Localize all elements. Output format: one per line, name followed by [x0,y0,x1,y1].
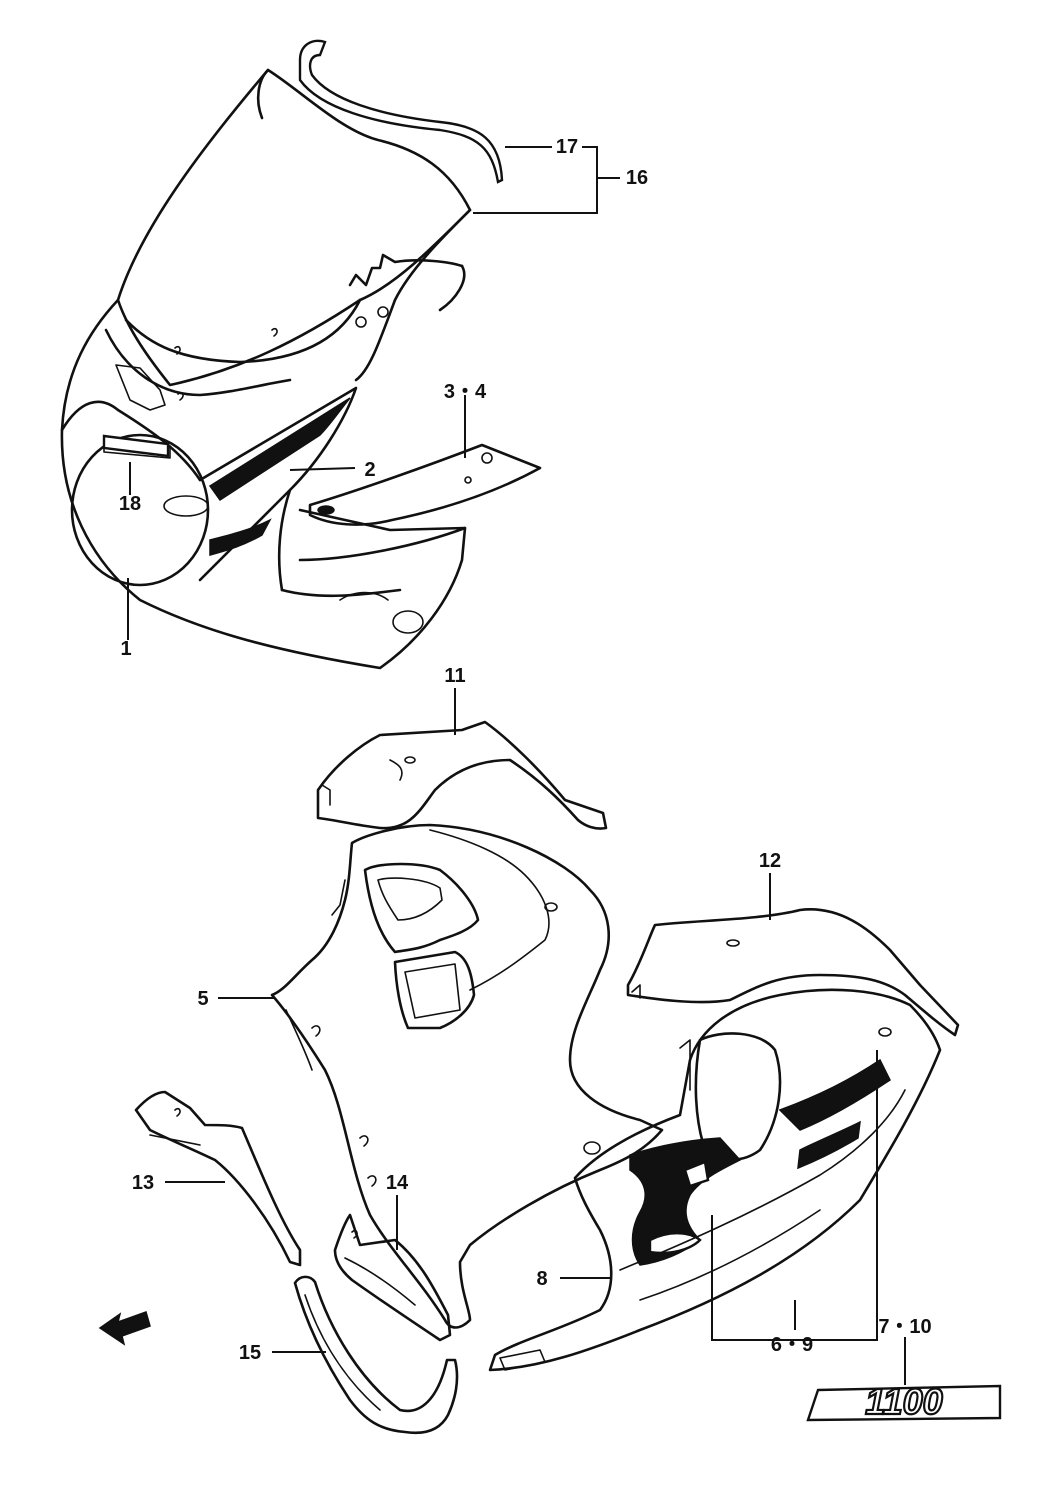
right-inner-panel-part [626,908,960,1037]
callout-11: 11 [444,665,465,687]
callout-2: 2 [364,459,375,481]
callout-3-4: 3・4 [444,381,487,403]
callout-5: 5 [197,988,208,1010]
right-lower-cowl-part [488,988,942,1372]
callout-12: 12 [759,850,781,872]
emblem-18-part [102,434,170,458]
callout-16: 16 [626,167,648,189]
callout-18: 18 [119,493,141,515]
leader-lines [127,146,906,1385]
callout-7-10: 7・10 [878,1316,931,1338]
callout-labels: 1 2 3・4 18 17 16 11 12 5 13 14 15 8 6・9 … [119,136,932,1364]
upper-cowl-part [60,68,472,670]
callout-6-9: 6・9 [771,1334,813,1356]
callout-15: 15 [239,1342,261,1364]
callout-1: 1 [120,638,131,660]
left-lower-cowl-part [270,823,664,1329]
callout-17: 17 [556,136,578,158]
emblem-text: 1100 [865,1381,942,1422]
emblem-1100-part: 1100 [806,1380,1002,1423]
inner-panel-part [316,720,608,830]
screen-trim-part [298,39,504,184]
bracket-14-part [333,1213,452,1342]
callout-13: 13 [132,1172,154,1194]
front-arrow-icon [98,1311,151,1346]
side-panel-part [308,443,542,526]
callout-14: 14 [386,1172,409,1194]
bracket-15-part [293,1275,459,1435]
bracket-13-part [134,1090,302,1267]
callout-8: 8 [536,1268,547,1290]
